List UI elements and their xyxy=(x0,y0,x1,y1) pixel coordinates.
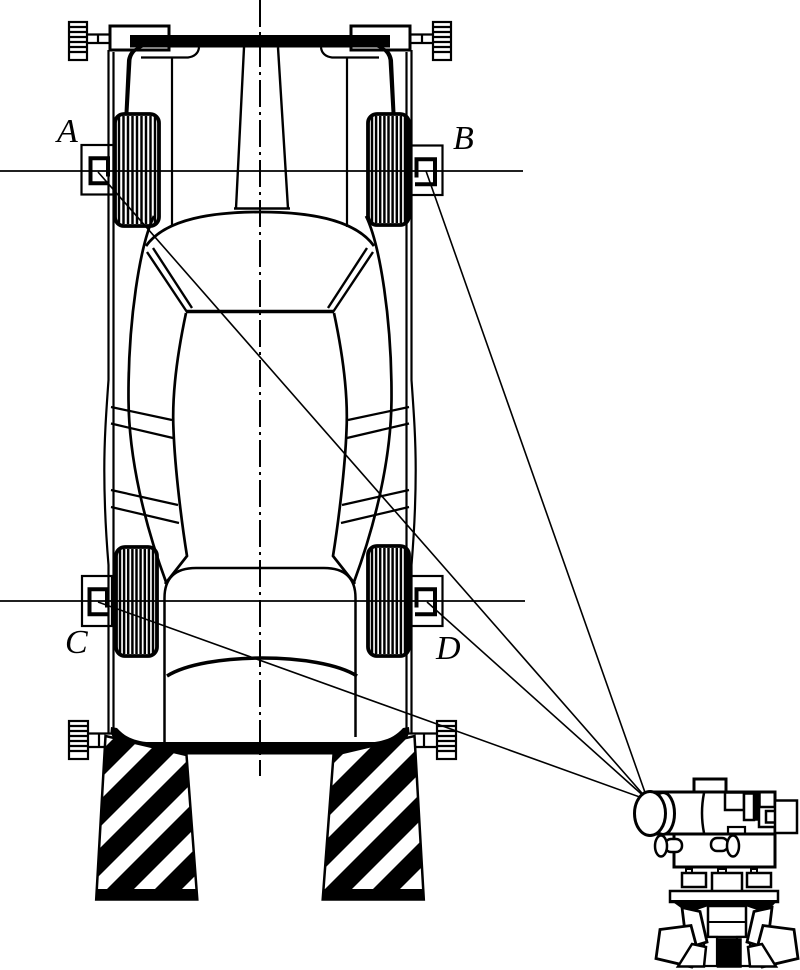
svg-text:C: C xyxy=(65,624,88,661)
svg-text:B: B xyxy=(453,120,474,157)
svg-text:D: D xyxy=(435,630,461,667)
svg-text:A: A xyxy=(55,113,78,150)
